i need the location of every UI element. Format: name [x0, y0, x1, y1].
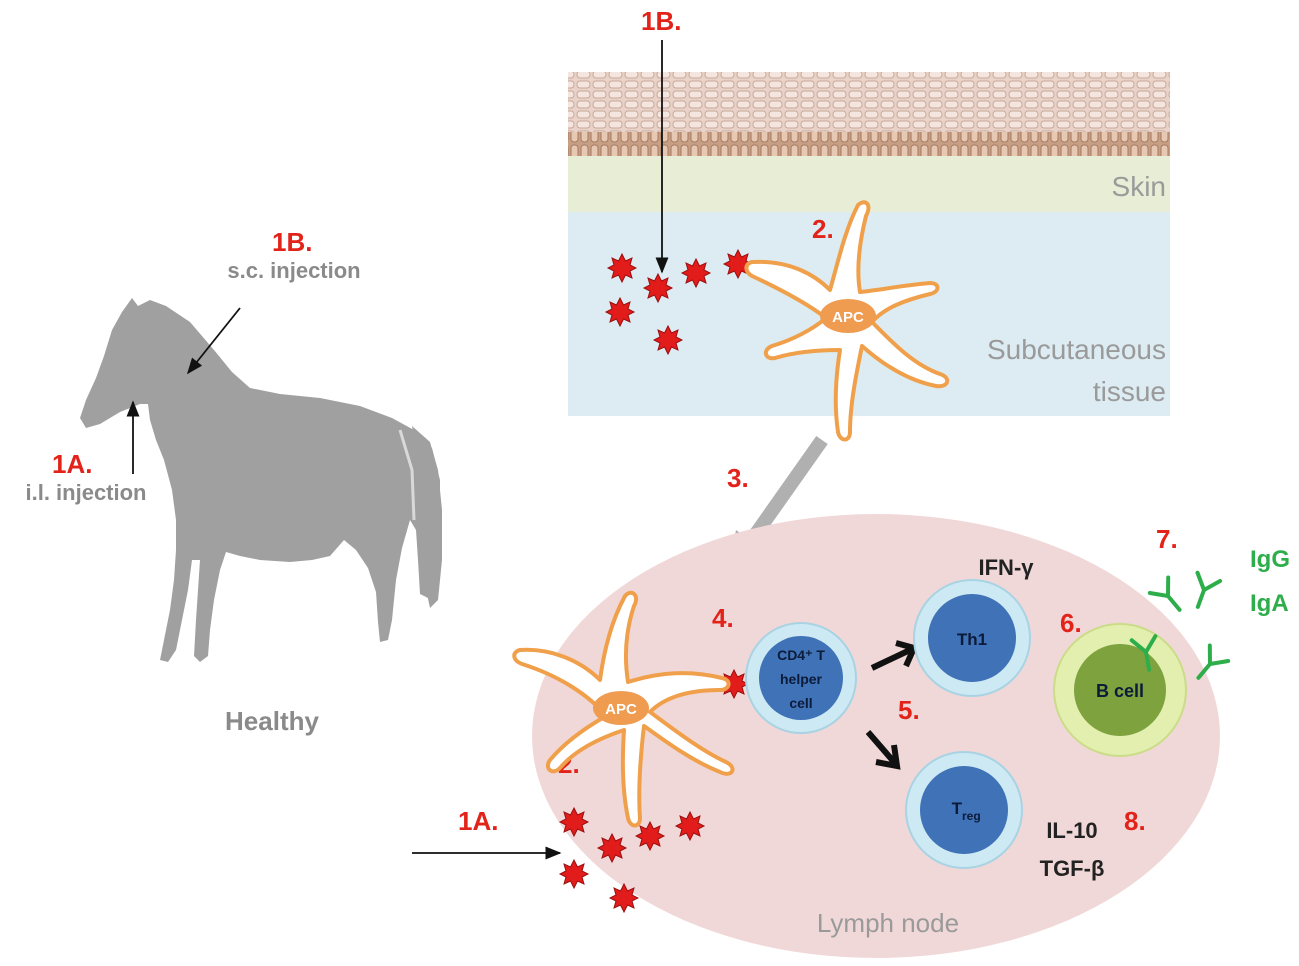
- arrow-to-th1: [870, 647, 912, 671]
- skin-layer: [568, 156, 1170, 212]
- th1-cell: Th1: [913, 579, 1031, 697]
- antibody-icon: [1184, 570, 1223, 614]
- horse-silhouette-icon: [80, 298, 440, 662]
- th1-cell-nucleus: [928, 594, 1016, 682]
- treg-label-sub: reg: [962, 809, 981, 823]
- antigen-icon: [605, 297, 635, 327]
- treg-cell-nucleus: [920, 766, 1008, 854]
- antigen-icon: [653, 325, 683, 355]
- step-7-label: 7.: [1156, 524, 1178, 554]
- step-8-label: 8.: [1124, 806, 1146, 836]
- cd4-label-line3: cell: [789, 695, 812, 711]
- b-cell-nucleus: [1074, 644, 1166, 736]
- treg-cell: T reg: [905, 751, 1023, 869]
- basal-layer: [568, 132, 1170, 156]
- antigen-icon: [597, 833, 627, 863]
- th1-label: Th1: [957, 630, 987, 649]
- sc-injection-arrow: [186, 307, 241, 375]
- horse-tail-icon: [412, 426, 442, 608]
- step-1b-label-skin: 1B.: [641, 6, 681, 36]
- subcutaneous-label-line2: tissue: [1093, 376, 1166, 407]
- il-injection-label: i.l. injection: [25, 480, 146, 505]
- lymph-node-panel: Lymph node 1A. 2. APC 4. CD4⁺ T helper c…: [412, 514, 1290, 958]
- step-1b-label-horse: 1B.: [272, 227, 312, 257]
- antigen-icon: [675, 811, 705, 841]
- apc-cell-node: APC: [512, 590, 735, 828]
- arrow-to-treg-head: [875, 744, 901, 770]
- b-cell: B cell: [1053, 623, 1187, 757]
- apc-label-node: APC: [605, 701, 637, 718]
- antigen-icon: [607, 253, 637, 283]
- cd4-label-line1: CD4⁺ T: [777, 647, 825, 663]
- lymph-node-label: Lymph node: [817, 908, 959, 938]
- ifn-gamma-label: IFN-γ: [979, 555, 1035, 580]
- arrow-to-treg: [865, 730, 897, 764]
- apc-label-skin: APC: [832, 309, 864, 326]
- step-2-label-skin: 2.: [812, 214, 834, 244]
- apc-cell-skin: APC: [744, 200, 950, 442]
- b-cell-label: B cell: [1096, 681, 1144, 701]
- antigen-icon: [559, 807, 589, 837]
- step-1a-label-horse: 1A.: [52, 449, 92, 479]
- sc-injection-label: s.c. injection: [227, 258, 360, 283]
- subcutaneous-label-line1: Subcutaneous: [987, 334, 1166, 365]
- apc-nucleus: [593, 691, 649, 725]
- igg-label: IgG: [1250, 546, 1290, 573]
- antigen-icon: [559, 859, 589, 889]
- cd4-helper-cell: CD4⁺ T helper cell: [745, 622, 857, 734]
- step-1a-label-node: 1A.: [458, 806, 498, 836]
- cd4-cell-nucleus: [759, 636, 843, 720]
- lymph-node-body: [532, 514, 1220, 958]
- antigen-icon: [635, 821, 665, 851]
- tgf-beta-label: TGF-β: [1040, 856, 1105, 881]
- step-6-label: 6.: [1060, 608, 1082, 638]
- antigen-icon: [643, 273, 673, 303]
- cd4-label-line2: helper: [780, 671, 823, 687]
- iga-label: IgA: [1250, 590, 1289, 617]
- step-5-label: 5.: [898, 695, 920, 725]
- apc-nucleus: [820, 299, 876, 333]
- il10-label: IL-10: [1046, 818, 1097, 843]
- skin-panel: Skin Subcutaneous tissue 1B. 2. APC: [568, 6, 1170, 442]
- healthy-label: Healthy: [225, 706, 319, 736]
- antigen-icon: [609, 883, 639, 913]
- horse-highlight: [398, 429, 416, 521]
- treg-label-main: T: [952, 799, 963, 818]
- antigen-icon: [681, 258, 711, 288]
- skin-label: Skin: [1112, 171, 1166, 202]
- step-3-label: 3.: [727, 463, 749, 493]
- horse-panel: 1B. s.c. injection 1A. i.l. injection He…: [25, 227, 442, 736]
- step-4-label: 4.: [712, 603, 734, 633]
